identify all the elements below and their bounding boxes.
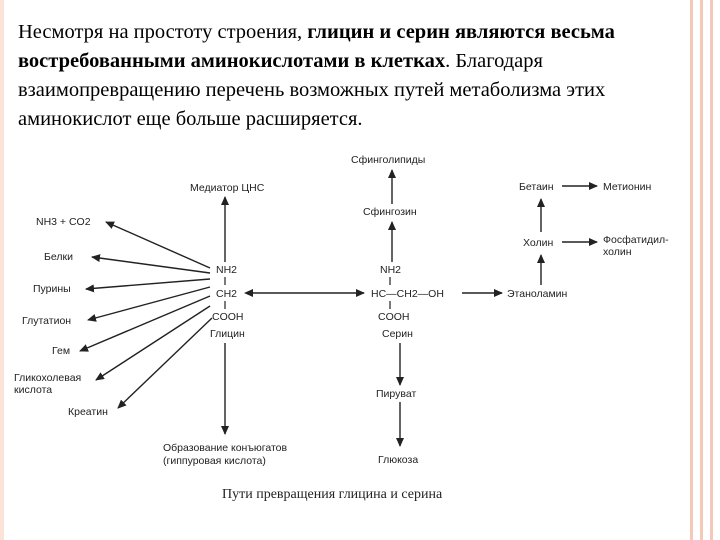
border-stripe (690, 0, 693, 540)
product-glutathione: Глутатион (22, 315, 71, 327)
glycine-ch2: CH2 (216, 288, 237, 300)
product-glycocholic-line2: кислота (14, 384, 52, 396)
glycine-name: Глицин (210, 328, 245, 340)
product-betaine: Бетаин (519, 181, 554, 193)
arrow-to-creatine (117, 317, 213, 409)
glycine-cooh: COOH (212, 311, 244, 323)
product-sphingolipids: Сфинголипиды (351, 154, 425, 166)
intro-paragraph: Несмотря на простоту строения, глицин и … (18, 18, 668, 134)
arrow-to-glycocholic (95, 305, 211, 381)
arrow-to-glutathione (87, 286, 211, 322)
diagram-caption: Пути превращения глицина и серина (222, 487, 443, 502)
border-stripe (700, 0, 703, 540)
border-stripe (710, 0, 713, 540)
arrow-to-nh3-co2 (105, 221, 211, 269)
intro-text-1: Несмотря на простоту строения, (18, 21, 308, 43)
product-mediator: Медиатор ЦНС (190, 182, 265, 194)
product-creatine: Креатин (68, 406, 108, 418)
product-purines: Пурины (33, 283, 71, 295)
glycine-nh2: NH2 (216, 264, 237, 276)
product-choline: Холин (523, 237, 553, 249)
product-conjugates-line2: (гиппуровая кислота) (163, 455, 266, 467)
product-methionine: Метионин (603, 181, 652, 193)
product-proteins: Белки (44, 251, 73, 263)
arrow-to-purines (85, 278, 211, 293)
arrow-to-heme (79, 295, 211, 352)
product-ethanolamine: Этаноламин (507, 288, 568, 300)
serine-cooh: COOH (378, 311, 410, 323)
serine-name: Серин (382, 328, 413, 340)
right-border (686, 0, 720, 540)
product-glucose: Глюкоза (378, 454, 418, 466)
product-phosphatidyl-line1: Фосфатидил- (603, 234, 669, 246)
product-phosphatidyl-line2: холин (603, 246, 632, 258)
intro-text-bold: глицин и серин являются весьма востребов… (18, 21, 615, 72)
product-heme: Гем (52, 345, 70, 357)
product-pyruvate: Пируват (376, 388, 416, 400)
left-border (0, 0, 4, 540)
serine-nh2: NH2 (380, 264, 401, 276)
product-conjugates-line1: Образование конъюгатов (163, 442, 288, 454)
serine-chain: HC—CH2—OH (371, 288, 444, 300)
product-nh3-co2: NH3 + CO2 (36, 216, 91, 228)
intro-text-2: . Благодаря взаимопревращению перечень в… (18, 50, 606, 130)
arrow-to-proteins (91, 254, 211, 274)
product-glycocholic-line1: Гликохолевая (14, 372, 81, 384)
product-sphingosine: Сфингозин (363, 206, 417, 218)
